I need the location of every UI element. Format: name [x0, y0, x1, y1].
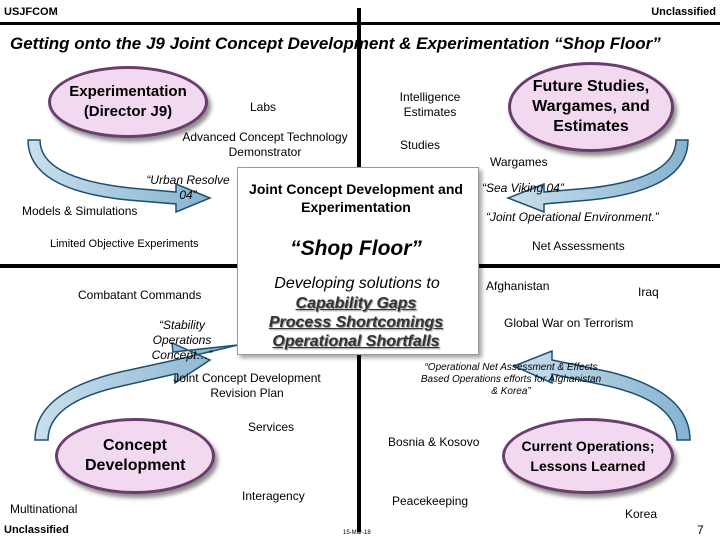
afghanistan-label: Afghanistan — [486, 279, 550, 293]
current-operations-oval: Current Operations; Lessons Learned — [502, 418, 674, 494]
operational-shortfalls-label: Operational Shortfalls — [272, 333, 440, 350]
arrow-left-upper — [27, 139, 212, 214]
classification-bottom: Unclassified — [4, 524, 69, 536]
concept-development-oval: Concept Development — [55, 418, 215, 494]
sea-viking-label: “Sea Viking 04” — [482, 181, 564, 195]
center-title: Joint Concept Development and Experiment… — [249, 181, 463, 215]
future-studies-label: Future Studies, Wargames, and Estimates — [532, 78, 650, 135]
urban-resolve-label: “Urban Resolve 04” — [146, 173, 230, 202]
shop-floor-label: “Shop Floor” — [290, 237, 422, 260]
gwot-label: Global War on Terrorism — [504, 316, 634, 330]
intelligence-estimates-label: Intelligence Estimates — [399, 90, 461, 119]
peacekeeping-label: Peacekeeping — [392, 494, 469, 508]
arrow-right-upper — [505, 139, 689, 214]
experimentation-oval: Experimentation (Director J9) — [48, 66, 208, 138]
arrow-right-lower — [512, 349, 691, 441]
labs-label: Labs — [250, 100, 277, 114]
org-label: USJFCOM — [4, 6, 58, 18]
loe-label: Limited Objective Experiments — [50, 238, 199, 250]
studies-label: Studies — [400, 138, 441, 152]
combatant-commands-label: Combatant Commands — [78, 288, 202, 302]
services-label: Services — [248, 420, 295, 434]
shop-floor-box — [237, 167, 479, 355]
actd-label: Advanced Concept Technology Demonstrator — [182, 130, 348, 159]
date-label: 15-Mar-18 — [343, 530, 371, 536]
multinational-label: Multinational — [10, 502, 78, 516]
experimentation-label: Experimentation (Director J9) — [69, 83, 187, 120]
capability-gaps-label: Capability Gaps — [295, 295, 417, 312]
net-assessments-label: Net Assessments — [532, 239, 625, 253]
joe-label: “Joint Operational Environment.” — [486, 210, 659, 224]
page-title: Getting onto the J9 Joint Concept Develo… — [10, 34, 661, 53]
korea-label: Korea — [625, 507, 658, 521]
classification-top: Unclassified — [651, 6, 716, 18]
interagency-label: Interagency — [242, 489, 305, 503]
bosnia-kosovo-label: Bosnia & Kosovo — [388, 435, 480, 449]
revision-plan-label: Joint Concept Development Revision Plan — [173, 371, 321, 400]
current-operations-label: Current Operations; Lessons Learned — [521, 438, 655, 474]
wargames-label: Wargames — [490, 155, 548, 169]
models-simulations-label: Models & Simulations — [22, 204, 138, 218]
developing-solutions-label: Developing solutions to — [274, 275, 440, 292]
process-shortcomings-label: Process Shortcomings — [268, 314, 444, 331]
page-number: 7 — [697, 523, 704, 537]
iraq-label: Iraq — [638, 285, 659, 299]
arrow-left-lower — [34, 341, 239, 441]
concept-development-label: Concept Development — [85, 437, 186, 474]
ona-label: “Operational Net Assessment & Effects Ba… — [420, 362, 602, 397]
stability-operations-label: “Stability Operations Concept…” — [151, 318, 213, 362]
future-studies-oval: Future Studies, Wargames, and Estimates — [508, 62, 674, 152]
